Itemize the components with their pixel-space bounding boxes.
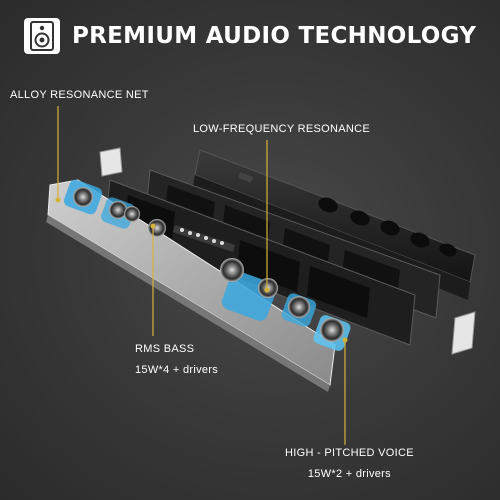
callout-low-frequency-resonance: LOW-FREQUENCY RESONANCE [193,122,370,137]
callout-rms-bass: RMS BASS 15W*4 + drivers [135,342,218,378]
callout-label: RMS BASS [135,343,195,355]
left-end-cap [99,147,123,177]
header: PREMIUM AUDIO TECHNOLOGY [24,18,476,54]
callout-label: HIGH - PITCHED VOICE [285,447,414,459]
bass-drivers [63,179,278,321]
speaker-icon [24,18,60,54]
page-title: PREMIUM AUDIO TECHNOLOGY [72,23,477,49]
callout-label: LOW-FREQUENCY RESONANCE [193,123,371,135]
tweeter-drivers [281,293,351,351]
circuit-board [173,225,235,252]
right-end-cap [451,311,476,355]
callout-label: ALLOY RESONANCE NET [10,89,149,101]
callout-lines [57,106,346,445]
callout-alloy-resonance-net: ALLOY RESONANCE NET [10,88,149,103]
callout-high-pitched-voice: HIGH - PITCHED VOICE 15W*2 + drivers [285,446,414,482]
callout-detail: 15W*2 + drivers [307,468,391,480]
callout-detail: 15W*4 + drivers [135,364,219,376]
